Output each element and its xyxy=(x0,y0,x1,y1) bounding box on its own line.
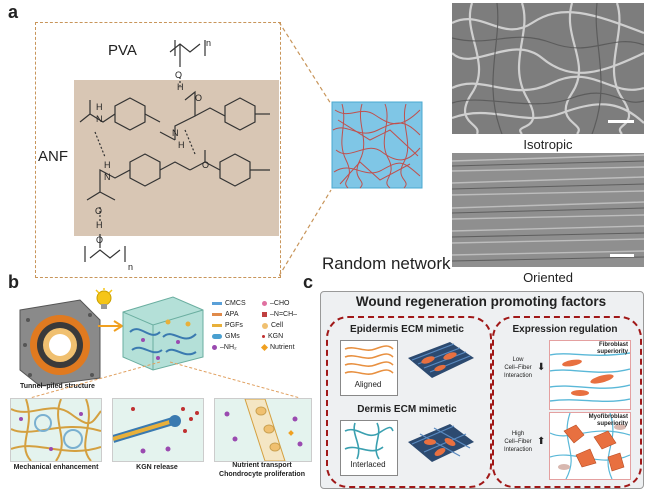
legend-item: KGN xyxy=(262,331,314,342)
scaffold-cube-illustration xyxy=(122,296,204,371)
kgn-release-detail xyxy=(112,398,204,462)
aligned-fiber-3d xyxy=(408,342,474,378)
atom-o-2: O xyxy=(195,93,203,103)
interlaced-fiber-3d xyxy=(408,424,474,462)
atom-o-4: O xyxy=(95,206,103,216)
legend-item: –NH₂ xyxy=(212,342,262,353)
expression-regulation-group xyxy=(492,316,642,488)
zoom-guide-lines-b xyxy=(29,361,301,399)
legend-item: APA xyxy=(212,309,262,320)
atom-h-2: H xyxy=(178,140,185,150)
atom-h-4: H xyxy=(104,160,111,170)
epidermis-title: Epidermis ECM mimetic xyxy=(350,324,464,335)
panel-b-letter: b xyxy=(8,272,19,292)
legend-item: CMCS xyxy=(212,298,262,309)
interlaced-label: Interlaced xyxy=(350,460,386,469)
fibroblast-label-line: superiority xyxy=(596,349,628,355)
zoom-lines xyxy=(279,22,332,277)
up-arrow-icon: ⬆ xyxy=(537,436,546,447)
atom-o-1: O xyxy=(175,70,183,80)
oriented-sem-image xyxy=(452,153,644,267)
aligned-fiber-card xyxy=(340,340,398,396)
n-subscript-bottom: n xyxy=(128,262,134,272)
atom-o-3: O xyxy=(202,160,210,170)
atom-o-5: O xyxy=(96,235,104,245)
nutrient-transport-caption: Nutrient transport xyxy=(232,462,292,469)
panel-a-letter: a xyxy=(8,2,19,22)
nutrient-transport-detail xyxy=(214,398,312,462)
fibroblast-label: Fibroblast superiority xyxy=(590,342,628,356)
pva-label: PVA xyxy=(108,42,137,59)
chemical-structure xyxy=(79,40,270,262)
arrow-icon xyxy=(98,320,124,332)
myofibroblast-image xyxy=(549,412,631,480)
legend-col-2: –CHO –N=CH– Cell KGN Nutrient xyxy=(260,298,314,353)
oriented-label: Oriented xyxy=(523,270,573,285)
myofibroblast-label: Myofibroblast superiority xyxy=(572,414,628,428)
interlaced-fiber-card xyxy=(340,420,398,476)
expression-regulation-title: Expression regulation xyxy=(512,324,618,335)
high-label-line: High xyxy=(511,431,525,437)
legend-item: Nutrient xyxy=(260,342,314,353)
chondrocyte-proliferation-caption: Chondrocyte proliferation xyxy=(219,471,305,478)
legend-item: Cell xyxy=(262,320,314,331)
atom-n-2: N xyxy=(96,114,103,124)
legend-item: GMs xyxy=(212,331,262,342)
atom-n-3: N xyxy=(104,172,111,182)
anf-shaded-box xyxy=(74,80,279,236)
legend-item: –N=CH– xyxy=(262,309,314,320)
fibroblast-image xyxy=(549,340,631,410)
legend-item: PGFs xyxy=(212,320,262,331)
isotropic-label: Isotropic xyxy=(523,137,573,152)
atom-h-5: H xyxy=(96,220,103,230)
aligned-label: Aligned xyxy=(354,380,382,389)
atom-h-3: H xyxy=(96,102,103,112)
legend-item: –CHO xyxy=(262,298,314,309)
ecm-mimetic-group xyxy=(326,316,492,488)
panel-c-letter: c xyxy=(303,272,314,292)
random-network-cube xyxy=(331,101,423,189)
low-label-line: Low xyxy=(512,357,524,363)
panel-c-title: Wound regeneration promoting factors xyxy=(355,294,607,309)
myofibroblast-label-line: superiority xyxy=(596,421,628,427)
legend-col-1: CMCS APA PGFs GMs –NH₂ xyxy=(212,298,262,353)
tunnel-piled-structure-illustration xyxy=(19,299,101,387)
structure-dashed-frame xyxy=(35,22,281,278)
lightbulb-icon xyxy=(95,288,113,309)
fibroblast-label-line: Fibroblast xyxy=(598,342,628,348)
high-interaction-label: High Cell–Fiber Interaction xyxy=(497,430,539,454)
high-label-line: Cell–Fiber xyxy=(504,439,532,445)
legend-panel-b: CMCS APA PGFs GMs –NH₂ –CHO –N=CH– Cell … xyxy=(212,298,312,358)
myofibroblast-label-line: Myofibroblast xyxy=(588,414,628,420)
tunnel-piled-structure-label: Tunnel–piled structure xyxy=(20,383,95,390)
isotropic-sem-image xyxy=(452,3,644,134)
random-network-label: Random network xyxy=(322,254,451,273)
dermis-title: Dermis ECM mimetic xyxy=(357,404,457,415)
mechanical-enhancement-caption: Mechanical enhancement xyxy=(13,464,99,471)
low-label-line: Interaction xyxy=(503,373,533,379)
high-label-line: Interaction xyxy=(503,447,533,453)
mechanical-enhancement-detail xyxy=(10,398,102,462)
anf-label: ANF xyxy=(38,148,68,165)
low-label-line: Cell–Fiber xyxy=(504,365,532,371)
low-interaction-label: Low Cell–Fiber Interaction xyxy=(497,356,539,380)
kgn-release-caption: KGN release xyxy=(136,464,178,471)
atom-h-1: H xyxy=(177,82,184,92)
n-subscript-top: n xyxy=(206,38,212,48)
down-arrow-icon: ⬇ xyxy=(537,362,546,373)
atom-n-1: N xyxy=(172,128,179,138)
